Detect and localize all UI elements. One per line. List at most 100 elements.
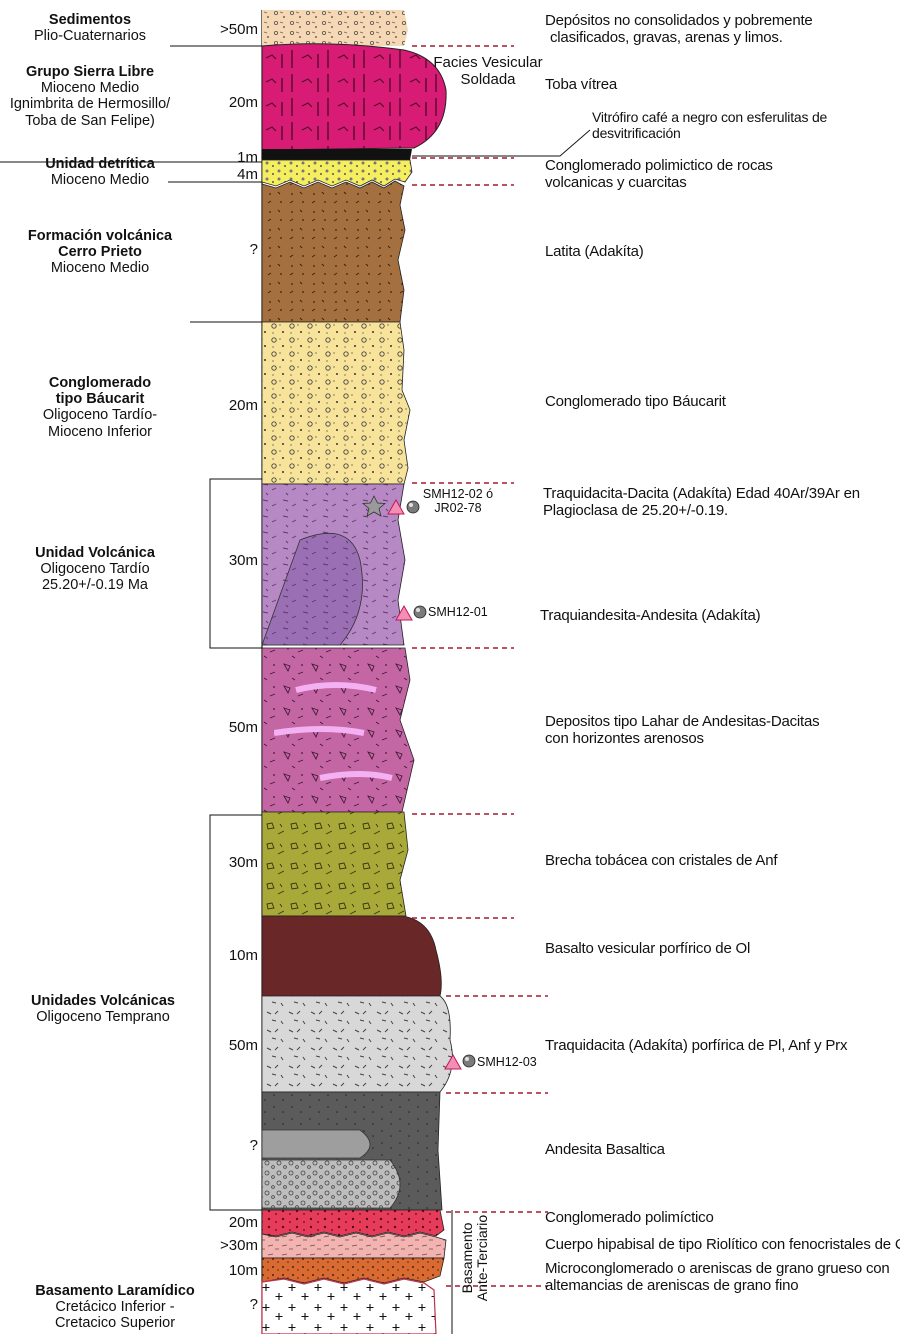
- unit-age: Mioceno Inferior: [20, 424, 180, 440]
- description-line: Microconglomerado o areniscas de grano g…: [545, 1261, 890, 1278]
- layer-basamento: [262, 1279, 436, 1334]
- unit-name: Conglomerado: [20, 375, 180, 391]
- basement-label: Basamento Ante-Terciario: [460, 1208, 496, 1308]
- sample-label-smh12-01: SMH12-01: [428, 605, 488, 619]
- layer-baucarit: [262, 322, 410, 484]
- layer-polimictico: [262, 1210, 444, 1236]
- unit-name: Sedimentos: [10, 12, 170, 28]
- description-detritica: Conglomerado polimictico de rocas volcan…: [545, 158, 773, 192]
- thickness-label: 20m: [196, 1215, 258, 1232]
- description-line: Traquiandesita-Andesita (Adakíta): [540, 608, 760, 625]
- description-line: Conglomerado polimictico de rocas: [545, 158, 773, 175]
- description-line: Conglomerado tipo Báucarit: [545, 394, 726, 411]
- unit-age: Cretácico Inferior -: [10, 1299, 220, 1315]
- unit-label-unidades-volcanicas: Unidades Volcánicas Oligoceno Temprano: [8, 993, 198, 1025]
- unit-name: Unidad detrítica: [30, 156, 170, 172]
- description-line: Basalto vesicular porfírico de Ol: [545, 941, 750, 958]
- description-traquidacita-pl: Traquidacita (Adakíta) porfírica de Pl, …: [545, 1038, 847, 1055]
- description-sedimentos: Depósitos no consolidados y pobremente c…: [545, 13, 813, 47]
- unit-name: Formación volcánica: [10, 228, 190, 244]
- description-toba-vitrea: Toba vítrea: [545, 77, 617, 94]
- vitrofiro-leader: [412, 130, 590, 156]
- description-line: Depósitos no consolidados y pobremente: [545, 13, 813, 30]
- description-line: Brecha tobácea con cristales de Anf: [545, 853, 777, 870]
- description-line: Andesita Basaltica: [545, 1142, 665, 1159]
- unit-label-sedimentos: Sedimentos Plio-Cuaternarios: [10, 12, 170, 44]
- unit-age: Oligoceno Tardío: [20, 561, 170, 577]
- thickness-label: 10m: [196, 948, 258, 965]
- basement-label-line: Basamento: [460, 1208, 475, 1308]
- layer-andesita-basaltica: [262, 1092, 442, 1210]
- thickness-label: 20m: [196, 398, 258, 415]
- thickness-label: ?: [196, 242, 258, 259]
- description-line: Traquidacita (Adakíta) porfírica de Pl, …: [545, 1038, 847, 1055]
- description-line: Depositos tipo Lahar de Andesitas-Dacita…: [545, 714, 819, 731]
- description-traquidacita: Traquidacita-Dacita (Adakíta) Edad 40Ar/…: [543, 486, 860, 520]
- sample-marker-2: [396, 606, 426, 620]
- layer-sedimentos: [262, 10, 408, 46]
- sample-label-line: SMH12-01: [428, 605, 488, 619]
- layer-traquidacita: [262, 484, 405, 645]
- thickness-label: 50m: [196, 1038, 258, 1055]
- thickness-label: 30m: [196, 553, 258, 570]
- layer-microconglomerado: [262, 1258, 444, 1283]
- sample-label-smh12-03: SMH12-03: [477, 1055, 537, 1069]
- facies-note: Facies Vesicular Soldada: [430, 55, 546, 89]
- description-line: Traquidacita-Dacita (Adakíta) Edad 40Ar/…: [543, 486, 860, 503]
- thickness-label: >50m: [196, 22, 258, 39]
- description-basalto: Basalto vesicular porfírico de Ol: [545, 941, 750, 958]
- thickness-label: ?: [196, 1138, 258, 1155]
- unit-extra: Ignimbrita de Hermosillo/: [0, 96, 180, 112]
- unit-label-basamento: Basamento Laramídico Cretácico Inferior …: [10, 1283, 220, 1332]
- unit-age: Cretacico Superior: [10, 1315, 220, 1331]
- description-line: Conglomerado polimíctico: [545, 1210, 714, 1227]
- facies-note-line: Soldada: [430, 72, 546, 89]
- layer-brecha: [262, 812, 408, 916]
- description-line: Plagioclasa de 25.20+/-0.19.: [543, 503, 860, 520]
- description-line: Cuerpo hipabisal de tipo Riolítico con f…: [545, 1237, 900, 1254]
- unit-name: Grupo Sierra Libre: [0, 64, 180, 80]
- unit-age: Oligoceno Temprano: [8, 1009, 198, 1025]
- description-traquiandesita: Traquiandesita-Andesita (Adakíta): [540, 608, 760, 625]
- thickness-label: 1m: [196, 150, 258, 167]
- description-microconglomerado: Microconglomerado o areniscas de grano g…: [545, 1261, 890, 1295]
- sample-label-line: SMH12-03: [477, 1055, 537, 1069]
- layer-detritica: [262, 160, 412, 186]
- unit-extra: Toba de San Felipe): [0, 113, 180, 129]
- thickness-label: ?: [196, 1297, 258, 1314]
- unit-label-detritica: Unidad detrítica Mioceno Medio: [30, 156, 170, 188]
- unit-name: tipo Báucarit: [20, 391, 180, 407]
- unit-label-sierra-libre: Grupo Sierra Libre Mioceno Medio Ignimbr…: [0, 64, 180, 129]
- description-brecha: Brecha tobácea con cristales de Anf: [545, 853, 777, 870]
- unit-name: Cerro Prieto: [10, 244, 190, 260]
- thickness-label: 20m: [196, 95, 258, 112]
- unit-age: 25.20+/-0.19 Ma: [20, 577, 170, 593]
- thickness-label: 50m: [196, 720, 258, 737]
- description-latita: Latita (Adakíta): [545, 244, 644, 261]
- thickness-label: 10m: [196, 1263, 258, 1280]
- description-lahar: Depositos tipo Lahar de Andesitas-Dacita…: [545, 714, 819, 748]
- unit-age: Mioceno Medio: [10, 260, 190, 276]
- unit-label-cerro-prieto: Formación volcánica Cerro Prieto Mioceno…: [10, 228, 190, 277]
- sample-label-line: JR02-78: [420, 501, 496, 515]
- unit-name: Unidades Volcánicas: [8, 993, 198, 1009]
- description-line: Latita (Adakíta): [545, 244, 644, 261]
- description-line: clasificados, gravas, arenas y limos.: [545, 30, 813, 47]
- description-line: Vitrófiro café a negro con esferulitas d…: [592, 110, 827, 126]
- description-vitrofiro: Vitrófiro café a negro con esferulitas d…: [592, 110, 827, 141]
- unit-age: Mioceno Medio: [0, 80, 180, 96]
- layer-traquidacita-pl: [262, 996, 452, 1092]
- basement-label-line: Ante-Terciario: [475, 1208, 490, 1308]
- description-riolitico: Cuerpo hipabisal de tipo Riolítico con f…: [545, 1237, 900, 1254]
- description-polimictico: Conglomerado polimíctico: [545, 1210, 714, 1227]
- sample-label-line: SMH12-02 ó: [420, 487, 496, 501]
- description-line: Toba vítrea: [545, 77, 617, 94]
- unit-label-baucarit: Conglomerado tipo Báucarit Oligoceno Tar…: [20, 375, 180, 440]
- description-line: altemancias de areniscas de grano fino: [545, 1278, 890, 1295]
- description-andesita: Andesita Basaltica: [545, 1142, 665, 1159]
- description-line: desvitrificación: [592, 126, 827, 142]
- sample-label-smh12-02: SMH12-02 ó JR02-78: [420, 487, 496, 515]
- unit-name: Unidad Volcánica: [20, 545, 170, 561]
- description-baucarit: Conglomerado tipo Báucarit: [545, 394, 726, 411]
